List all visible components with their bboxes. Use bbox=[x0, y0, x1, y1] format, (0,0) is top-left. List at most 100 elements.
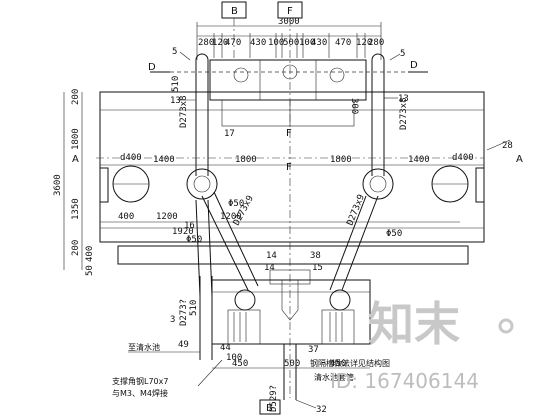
tank-circle-4 bbox=[431, 165, 469, 203]
dim-part: 1200 bbox=[220, 212, 242, 222]
dim-part: 430 bbox=[250, 38, 266, 48]
section-a-right: A bbox=[516, 154, 523, 165]
callout-37: 37 bbox=[308, 345, 319, 355]
dim-part: 1400 bbox=[408, 155, 430, 165]
section-letter: F bbox=[287, 6, 293, 17]
section-letter: D bbox=[410, 60, 418, 71]
callout-17: 17 bbox=[224, 129, 235, 139]
pipe-label-right: D273x8 bbox=[399, 97, 409, 130]
dim-part: 470 bbox=[335, 38, 351, 48]
callout-44: 44 bbox=[220, 343, 231, 353]
callout-5-left: 5 bbox=[172, 47, 177, 57]
dim-part: 400 bbox=[118, 212, 134, 222]
riser-left bbox=[195, 53, 209, 176]
section-marker-b-top: B bbox=[221, 1, 247, 19]
outlet-pipe-bottom bbox=[283, 344, 297, 400]
section-marker-f-top: F bbox=[277, 1, 303, 19]
dim-300: 300 bbox=[349, 98, 359, 114]
inlet-channel bbox=[117, 245, 469, 265]
dim-part: 1400 bbox=[153, 155, 175, 165]
dim-d400-right: d400 bbox=[452, 153, 474, 163]
dim-part: 120 bbox=[212, 38, 228, 48]
section-letter: B bbox=[266, 403, 273, 414]
dim-part: 430 bbox=[311, 38, 327, 48]
section-marker-d-right: D bbox=[408, 60, 428, 73]
note-to-clear-pool: 至清水池 bbox=[128, 342, 160, 352]
dim-part: 1800 bbox=[330, 155, 352, 165]
dim-part: 450 bbox=[232, 359, 248, 369]
left-dimension-stack: 200 1800 3600 1350 200 400 50 bbox=[53, 89, 95, 276]
dim-part: 1800 bbox=[235, 155, 257, 165]
section-f-mid2: F bbox=[286, 162, 292, 173]
callout-16: 16 bbox=[184, 221, 195, 231]
note-weld: 与M3、M4焊接 bbox=[112, 388, 168, 398]
dim-d400-left: d400 bbox=[120, 153, 142, 163]
callout-32: 32 bbox=[316, 405, 327, 415]
row-dimension-1: 1400 1800 1800 1400 d400 d400 bbox=[100, 153, 484, 166]
dim-part: 100 bbox=[299, 38, 315, 48]
dim-510-lower: 510 bbox=[189, 300, 199, 316]
dim-part: 450 bbox=[330, 359, 346, 369]
watermark-logo: 知末 bbox=[368, 297, 514, 351]
note-angle-steel: 支撑角钢L70x7 bbox=[112, 376, 168, 386]
tank-circle-1 bbox=[112, 165, 150, 203]
watermark-logo-text: 知末 bbox=[368, 297, 460, 351]
callout-3: 3 bbox=[170, 315, 175, 325]
outlet-pipe-left bbox=[199, 276, 213, 360]
dim-part: 120 bbox=[356, 38, 372, 48]
phi50-label-b: Φ50 bbox=[186, 235, 202, 245]
dim-100: 100 bbox=[226, 353, 242, 363]
pipe-label-d529: D529? bbox=[269, 385, 279, 412]
dim-part: 100 bbox=[268, 38, 284, 48]
callout-13-right: 13 bbox=[398, 94, 409, 104]
watermark-id: ID: 167406144 bbox=[330, 369, 479, 393]
pipe-label-left: D273x8 bbox=[179, 95, 189, 128]
top-dimension-chain: 3000 280 120 470 430 100 500 100 430 470… bbox=[196, 17, 384, 60]
dim-part: 280 bbox=[368, 38, 384, 48]
note-steel-trough: 钢隔槽做法详见结构图 bbox=[310, 358, 390, 368]
phi50-label-c: Φ50 bbox=[386, 229, 402, 239]
lower-chamber bbox=[211, 269, 371, 345]
riser-right bbox=[371, 53, 385, 176]
section-f-mid: F bbox=[286, 128, 292, 139]
dim-200-top: 200 bbox=[71, 89, 81, 105]
overall-width-dim: 3000 bbox=[278, 17, 300, 27]
dim-part: 1200 bbox=[156, 212, 178, 222]
dim-400: 400 bbox=[85, 246, 95, 262]
diagonal-pipe-left bbox=[195, 191, 259, 297]
callout-14-b: 14 bbox=[264, 263, 275, 273]
tank-outline bbox=[99, 91, 485, 243]
tank-circle-3 bbox=[362, 168, 394, 200]
dim-50: 50 bbox=[85, 265, 95, 276]
dim-510: 510 bbox=[171, 76, 181, 92]
callout-49: 49 bbox=[178, 340, 189, 350]
dim-part: 500 bbox=[284, 359, 300, 369]
callout-38-a: 38 bbox=[310, 251, 321, 261]
section-marker-b-bottom: B bbox=[259, 399, 281, 415]
section-a-left: A bbox=[72, 154, 79, 165]
dim-part: 470 bbox=[225, 38, 241, 48]
dim-3600: 3600 bbox=[53, 174, 63, 196]
dim-1350: 1350 bbox=[71, 198, 81, 220]
note-clear-sleeve: 清水池套管 bbox=[314, 372, 354, 382]
callout-14-a: 14 bbox=[266, 251, 277, 261]
diagonal-pipe-right bbox=[329, 195, 379, 291]
section-letter: B bbox=[231, 6, 238, 17]
dim-200-bot: 200 bbox=[71, 240, 81, 256]
section-letter: D bbox=[148, 62, 156, 73]
phi50-label-a: Φ50 bbox=[228, 199, 244, 209]
callout-13-left: 13 bbox=[170, 96, 181, 106]
row-dimension-2: 400 1200 1200 1920 bbox=[100, 212, 460, 237]
callout-28: 28 bbox=[502, 141, 513, 151]
callout-15: 15 bbox=[312, 263, 323, 273]
section-marker-d-left: D bbox=[148, 62, 170, 73]
tank-circle-2 bbox=[186, 168, 218, 200]
dim-1920: 1920 bbox=[172, 227, 194, 237]
dim-1800: 1800 bbox=[71, 128, 81, 150]
pipe-label-low: D273? bbox=[179, 299, 189, 326]
callout-5-right: 5 bbox=[400, 49, 405, 59]
dim-part: 280 bbox=[198, 38, 214, 48]
dim-part: 500 bbox=[283, 38, 299, 48]
bottom-dimension-chain: 450 500 450 44 100 37 bbox=[212, 343, 370, 369]
